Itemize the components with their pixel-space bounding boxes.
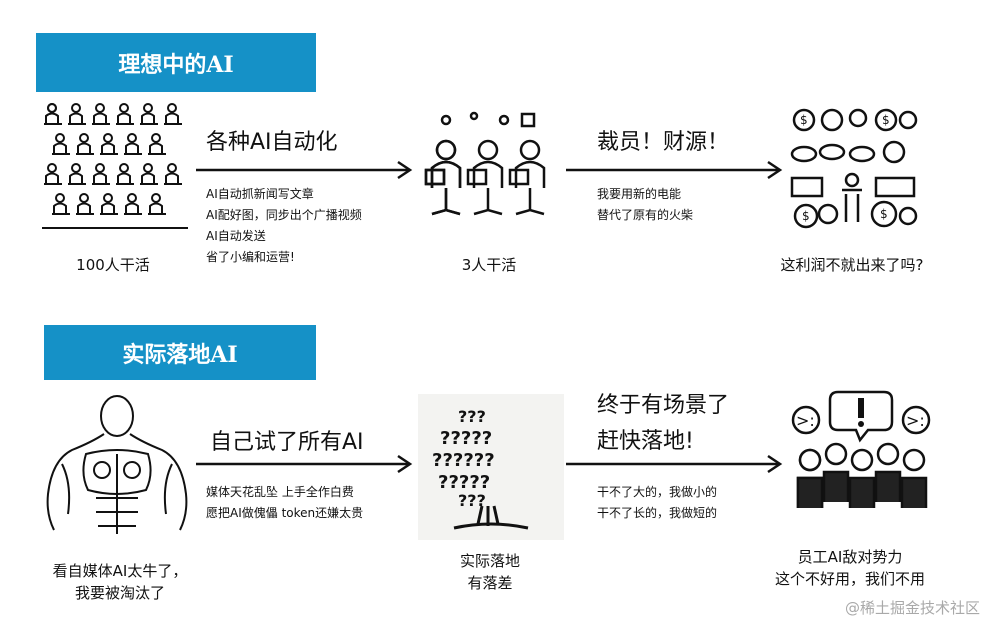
svg-text:$: $: [882, 113, 890, 127]
real-banner: 实际落地AI: [44, 325, 316, 380]
real-arrow1-title: 自己试了所有AI: [210, 430, 364, 455]
muscle-man-icon: [42, 394, 192, 538]
caption-line: 员工AI敌对势力: [797, 548, 903, 566]
three-workers-icon: [424, 110, 554, 228]
question-tree-icon: ??? ????? ?????? ????? ???: [418, 394, 564, 540]
ideal-arrow2: [566, 160, 783, 180]
real-arrow1-notes: 媒体天花乱坠 上手全作白费 愿把AI做傀儡 token还嫌太贵: [206, 482, 363, 524]
svg-text:?????: ?????: [438, 472, 490, 493]
note-line: AI自动发送: [206, 229, 266, 243]
svg-text:$: $: [802, 209, 810, 223]
ideal-arrow1: [196, 160, 413, 180]
note-line: 干不了长的，我做短的: [597, 506, 718, 520]
ideal-arrow1-title: 各种AI自动化: [206, 130, 338, 155]
crowd-workers-icon: [42, 100, 188, 242]
svg-text:?????: ?????: [440, 428, 492, 449]
note-line: AI自动抓新闻写文章: [206, 187, 314, 201]
svg-text:>:: >:: [796, 411, 815, 430]
note-line: 媒体天花乱坠 上手全作白费: [206, 485, 354, 499]
ideal-arrow2-title: 裁员！财源！: [597, 130, 730, 155]
ideal-arrow1-notes: AI自动抓新闻写文章 AI配好图，同步出个广播视频 AI自动发送 省了小编和运营…: [206, 184, 362, 268]
note-line: AI配好图，同步出个广播视频: [206, 208, 362, 222]
svg-text:???: ???: [458, 491, 486, 510]
real-arrow2-title: 终于有场景了 赶快落地!: [597, 388, 729, 460]
ideal-step2-caption: 3人干活: [461, 256, 517, 274]
caption-line: 看自媒体AI太牛了，: [52, 562, 188, 580]
note-line: 省了小编和运营!: [206, 250, 295, 264]
caption-line: 我要被淘汰了: [74, 584, 165, 602]
title-line: 赶快落地!: [597, 429, 694, 454]
angry-crowd-icon: >: >:: [786, 388, 936, 522]
note-line: 愿把AI做傀儡 token还嫌太贵: [206, 506, 364, 520]
real-arrow2-notes: 干不了大的，我做小的 干不了长的，我做短的: [597, 482, 717, 524]
svg-text:>:: >:: [906, 411, 925, 430]
watermark: @稀土掘金技术社区: [844, 599, 980, 617]
note-line: 干不了大的，我做小的: [597, 485, 718, 499]
svg-text:???: ???: [458, 407, 486, 426]
title-line: 终于有场景了: [597, 393, 730, 418]
real-arrow2: [566, 454, 783, 474]
caption-line: 实际落地: [459, 552, 520, 570]
real-arrow1: [196, 454, 413, 474]
ideal-banner: 理想中的AI: [36, 33, 316, 92]
real-step2-caption: 实际落地 有落差: [430, 550, 550, 594]
ideal-step3-caption: 这利润不就出来了吗?: [780, 256, 924, 274]
real-step3-caption: 员工AI敌对势力 这个不好用，我们不用: [750, 546, 950, 590]
svg-text:$: $: [800, 113, 808, 127]
ideal-step1-caption: 100人干活: [76, 256, 150, 274]
ideal-arrow2-notes: 我要用新的电能 替代了原有的火柴: [597, 184, 693, 226]
money-icon: $ $ $ $: [790, 104, 920, 232]
real-step1-caption: 看自媒体AI太牛了， 我要被淘汰了: [30, 560, 210, 604]
note-line: 替代了原有的火柴: [597, 208, 694, 222]
svg-text:??????: ??????: [432, 450, 495, 471]
svg-text:$: $: [880, 207, 888, 221]
caption-line: 这个不好用，我们不用: [774, 570, 925, 588]
note-line: 我要用新的电能: [597, 187, 682, 201]
caption-line: 有落差: [467, 574, 513, 592]
